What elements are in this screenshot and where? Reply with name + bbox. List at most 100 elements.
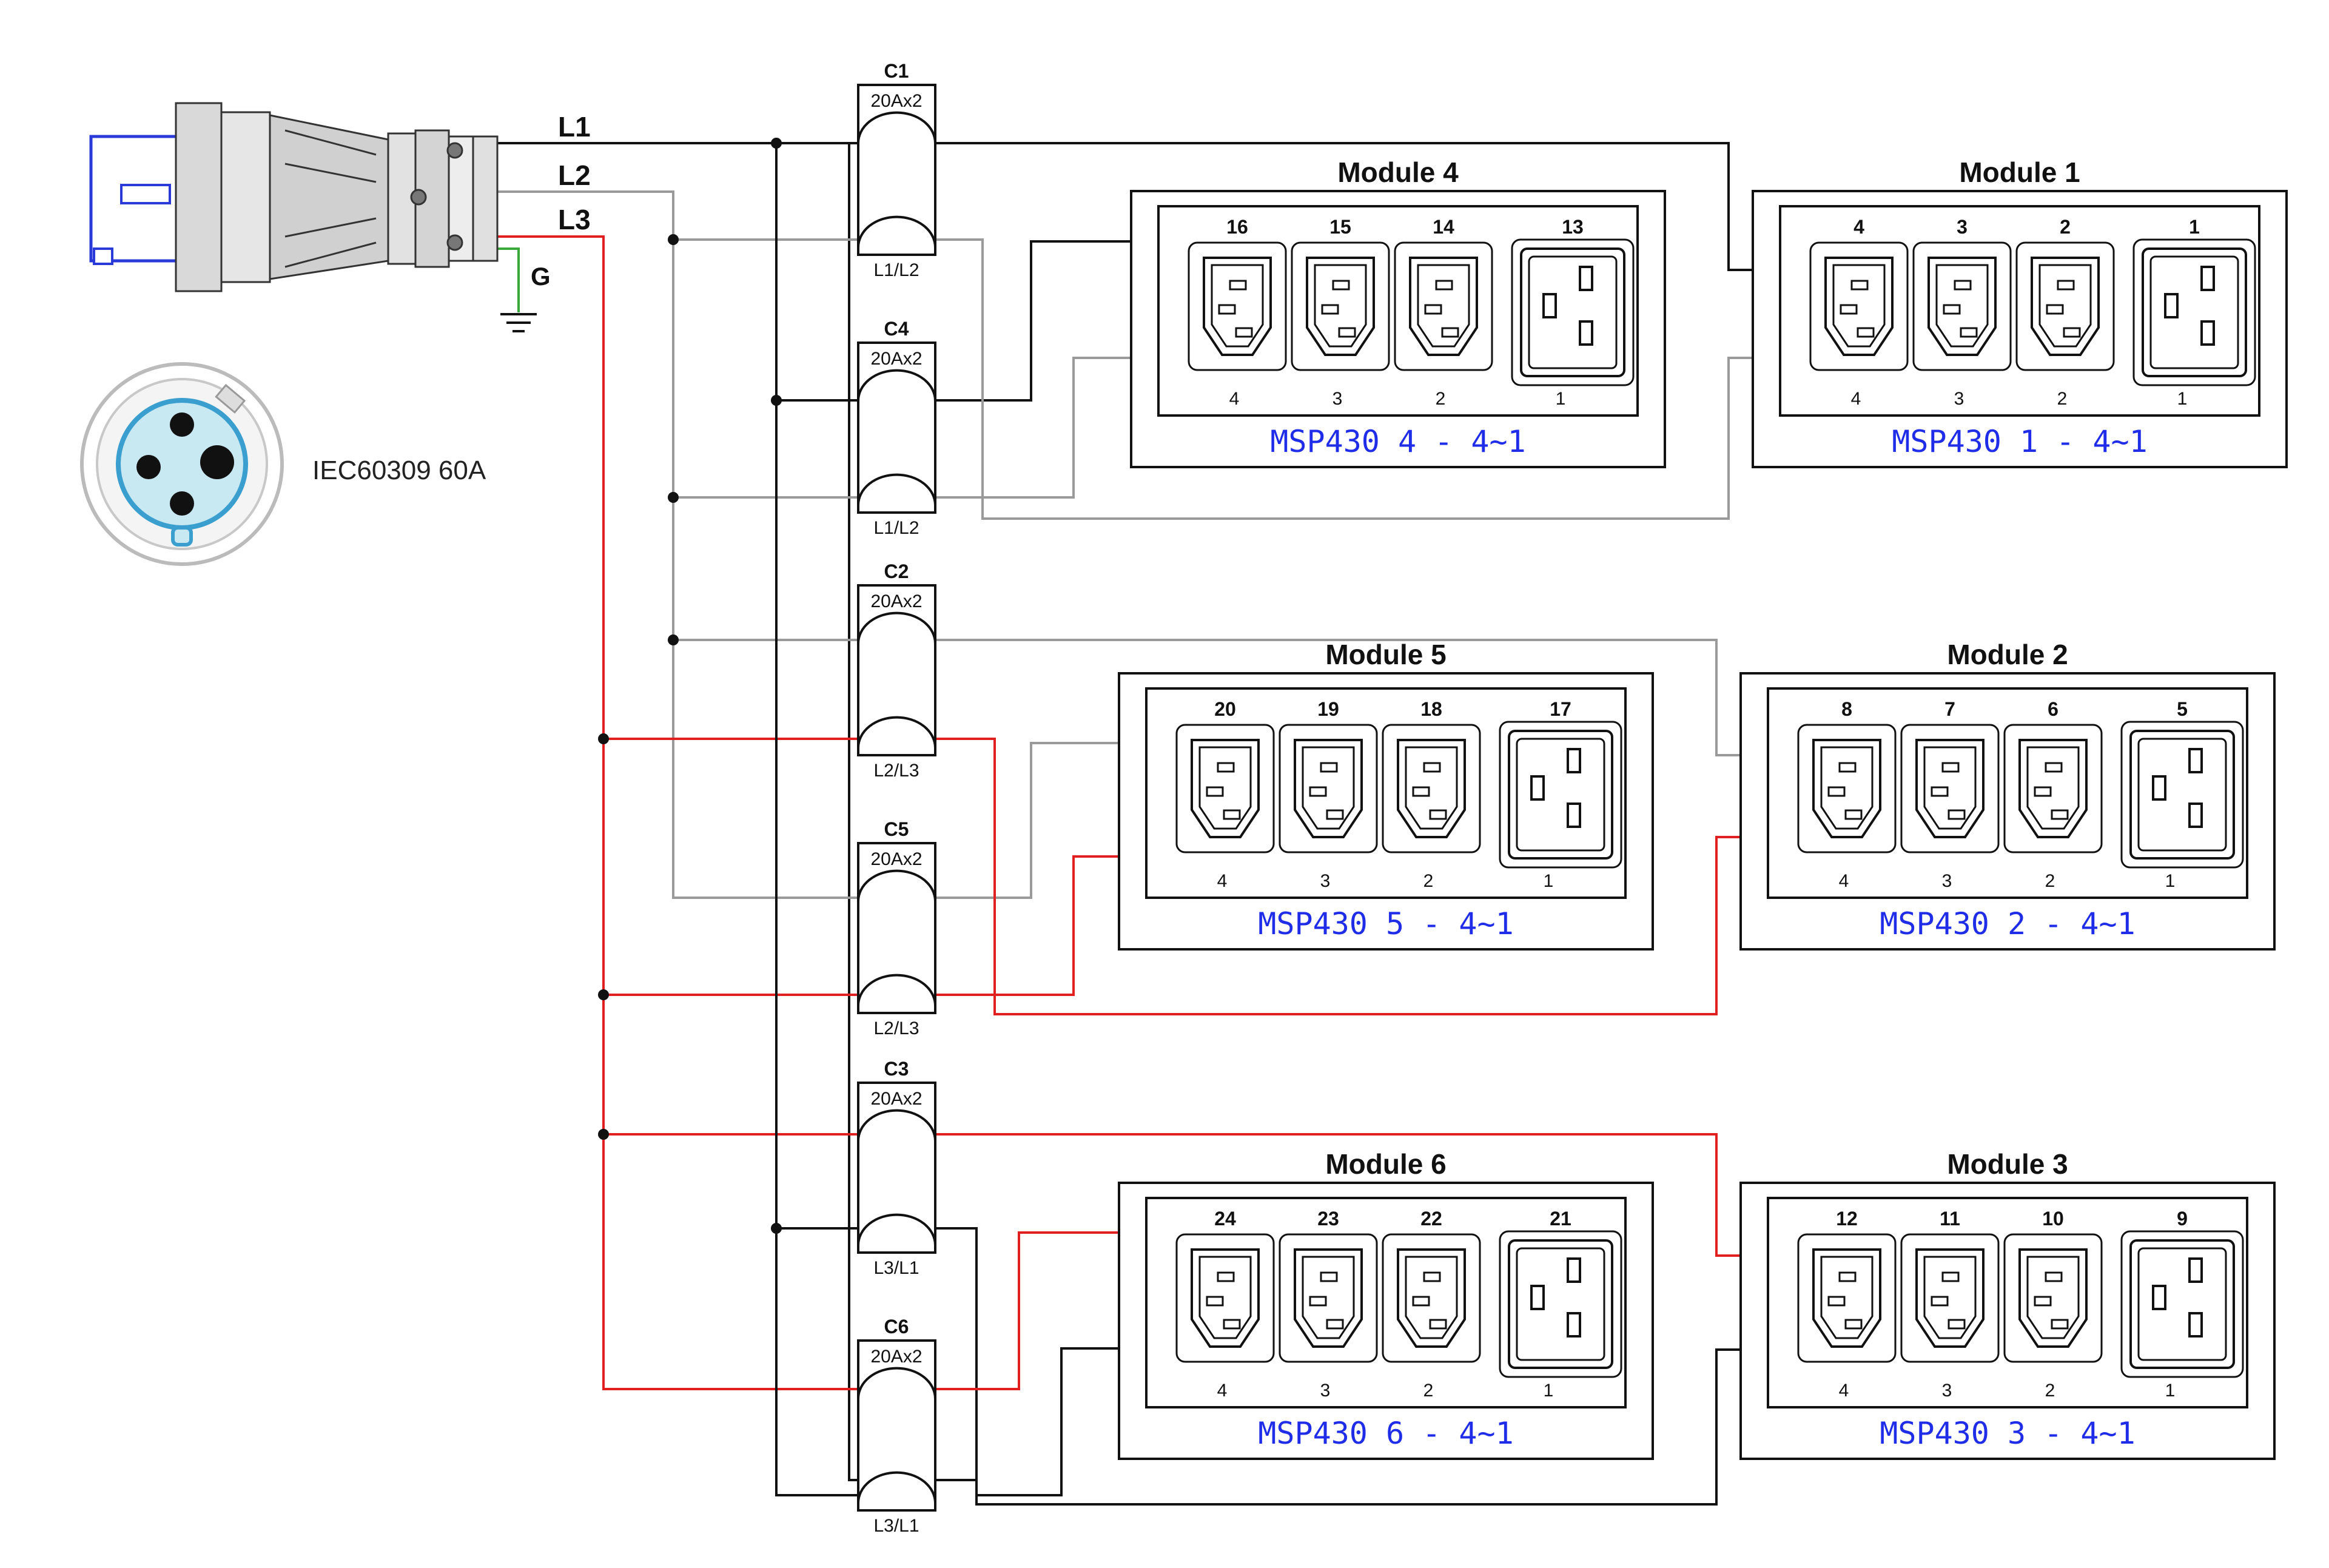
pin-icon [1206, 1296, 1224, 1307]
junction-dot [598, 989, 609, 1000]
outlet-sub-number: 4 [1229, 389, 1240, 409]
c19-socket-icon [2129, 1239, 2235, 1369]
c13-socket-inner [1820, 746, 1874, 830]
pin-icon [2188, 1257, 2203, 1283]
outlet-number: 16 [1226, 216, 1248, 238]
outlet-sub-number: 3 [1333, 389, 1343, 409]
outlet-number: 9 [2177, 1208, 2188, 1230]
pin-icon [1223, 809, 1241, 820]
c13-socket-icon [1927, 257, 1997, 356]
outlet-number: 20 [1214, 698, 1236, 720]
pin-icon [2063, 327, 2081, 338]
c13-socket-inner [1405, 746, 1458, 830]
outlet-sub-number: 3 [1942, 871, 1952, 891]
outlet-sub-number: 1 [1556, 389, 1566, 409]
outlet-sub-number: 1 [1544, 871, 1554, 891]
outlet-number: 6 [2048, 698, 2058, 720]
breaker-rating: 20Ax2 [870, 849, 922, 869]
breaker-arc-icon [857, 716, 936, 749]
pin-icon [1320, 762, 1338, 773]
breaker-id: C5 [884, 818, 909, 840]
c13-socket-icon [2018, 739, 2088, 838]
outlet-number: 8 [1841, 698, 1852, 720]
junction-dot [668, 634, 679, 645]
pin-icon [1423, 1271, 1441, 1282]
wires [497, 142, 1771, 1506]
junction-dot [598, 733, 609, 744]
outlet-number: 21 [1550, 1208, 1571, 1230]
pin-icon [2045, 1271, 2063, 1282]
pin-icon [1838, 762, 1857, 773]
c13-socket-inner [1198, 1256, 1252, 1339]
wire-l2 [497, 190, 1771, 899]
module-model: MSP430 6 - 4~1 [1258, 1416, 1513, 1451]
c13-socket-inner [1417, 264, 1470, 348]
c13-socket-inner [1198, 746, 1252, 830]
pin-icon [2051, 1319, 2069, 1330]
wire-ground [497, 247, 520, 312]
outlet-number: 11 [1940, 1208, 1960, 1230]
outlet-sub-number: 1 [2177, 389, 2188, 409]
pin-icon [1412, 1296, 1430, 1307]
pin-icon [1206, 786, 1224, 797]
pin-icon [1567, 1257, 1581, 1283]
c13-socket-icon [1191, 739, 1260, 838]
pin-icon [1530, 775, 1545, 801]
c13-socket-inner [1832, 264, 1886, 348]
junction-dot [771, 395, 782, 406]
breaker-arc-icon [857, 869, 936, 902]
breakers: C120Ax2L1/L2C420Ax2L1/L2C220Ax2L2/L3C520… [857, 60, 936, 1536]
pin-icon [1338, 327, 1356, 338]
breaker-arc-icon [857, 215, 936, 248]
outlet-number: 7 [1944, 698, 1955, 720]
pin-icon [2034, 786, 2052, 797]
pin-icon [2051, 809, 2069, 820]
pin-icon [1948, 809, 1966, 820]
outlet-number: 1 [2189, 216, 2200, 238]
pin-icon [1567, 1312, 1581, 1338]
pin-icon [2188, 1312, 2203, 1338]
outlet-sub-number: 2 [1436, 389, 1446, 409]
c19-socket-icon [2142, 247, 2247, 377]
pin-icon [1844, 809, 1863, 820]
breaker-arc-icon [857, 611, 936, 644]
pin-icon [1217, 1271, 1235, 1282]
pin-icon [1931, 786, 1949, 797]
c19-socket-icon [1508, 730, 1613, 860]
c19-socket-inner [1528, 255, 1618, 369]
c13-socket-inner [2038, 264, 2092, 348]
outlet-number: 22 [1420, 1208, 1442, 1230]
module-title: Module 1 [1959, 156, 2080, 188]
pin-icon [2046, 304, 2064, 315]
pin-icon [2152, 1285, 2166, 1310]
outlet-number: 2 [2060, 216, 2071, 238]
c13-socket-inner [1820, 1256, 1874, 1339]
pin-icon [1960, 327, 1978, 338]
junction-dots [598, 138, 782, 1234]
plug-face-icon [80, 362, 284, 566]
breaker-arc-icon [857, 1109, 936, 1142]
pin-icon [2188, 748, 2203, 773]
c19-socket-inner [2137, 1247, 2227, 1361]
breaker-arc-icon [857, 369, 936, 402]
outlet-sub-number: 4 [1217, 871, 1228, 891]
pin-icon [1827, 1296, 1846, 1307]
outlet-sub-number: 4 [1839, 1381, 1849, 1401]
c13-socket-icon [1294, 1248, 1363, 1348]
breaker-arc-icon [857, 1367, 936, 1399]
c13-socket-icon [1306, 257, 1375, 356]
pin-icon [2034, 1296, 2052, 1307]
outlet-number: 5 [2177, 698, 2188, 720]
breaker-phases: L1/L2 [873, 260, 919, 280]
breaker-rating: 20Ax2 [870, 1089, 922, 1109]
outlet-sub-number: 3 [1954, 389, 1964, 409]
outlet-sub-number: 1 [2165, 871, 2176, 891]
pin-icon [1309, 1296, 1327, 1307]
pin-icon [1954, 280, 1972, 291]
